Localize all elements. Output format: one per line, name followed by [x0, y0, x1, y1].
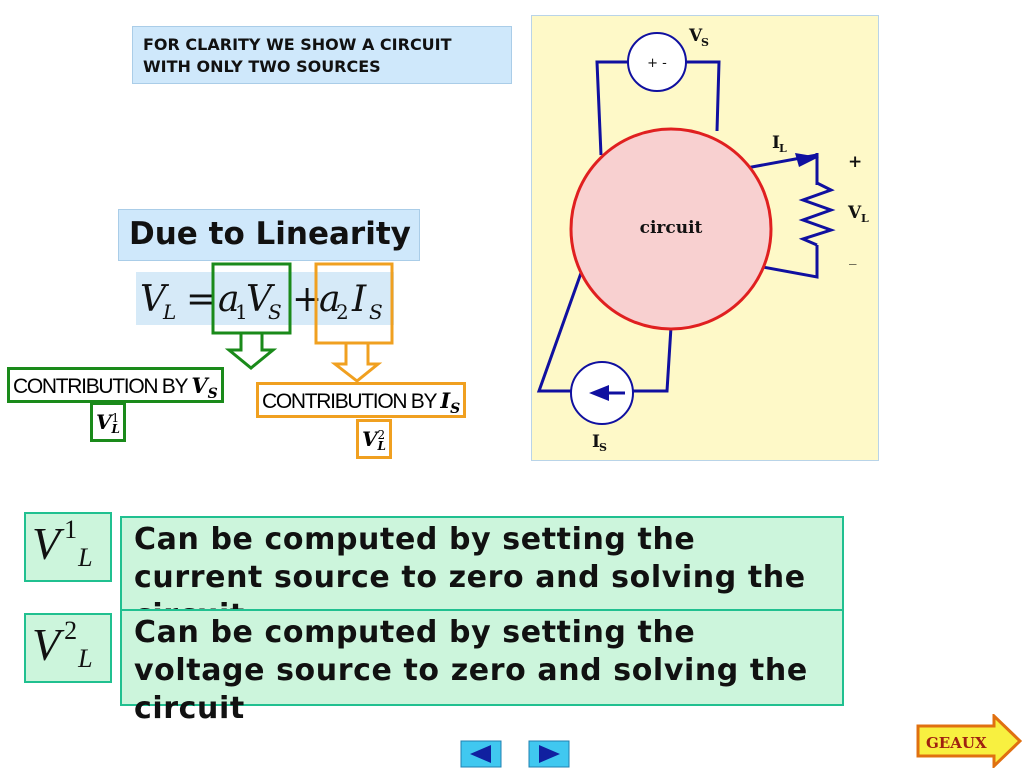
- vl1-v: V: [96, 410, 112, 434]
- desc-vl1: Can be computed by setting the current s…: [120, 516, 844, 633]
- big-v1-sub: L: [78, 543, 93, 572]
- equation-box: [136, 272, 394, 325]
- label-is-sub: S: [599, 441, 607, 454]
- label-il: I: [772, 133, 780, 153]
- vl1-sub: L: [111, 421, 120, 436]
- contribution-is-symbol: I: [440, 388, 451, 413]
- note-box: FOR CLARITY WE SHOW A CIRCUIT WITH ONLY …: [132, 26, 512, 84]
- contribution-vs-text: CONTRIBUTION BY: [13, 375, 188, 398]
- prev-slide-button[interactable]: [460, 740, 502, 768]
- eq-is-sub: S: [369, 300, 383, 324]
- contribution-is-sub: S: [450, 401, 461, 418]
- contribution-vs-box: CONTRIBUTION BY VS: [7, 367, 224, 403]
- label-minus: _: [849, 247, 857, 265]
- label-il-sub: L: [779, 142, 787, 155]
- eq-vl-sub: L: [162, 300, 176, 324]
- next-slide-button[interactable]: [528, 740, 570, 768]
- label-plus: +: [848, 152, 862, 172]
- wire-is-right: [633, 326, 673, 393]
- label-vl-sub: L: [861, 212, 869, 225]
- eq-a2: a: [319, 279, 340, 320]
- label-vs: V: [688, 26, 703, 46]
- vl2-sup: 2: [377, 427, 386, 442]
- equation-diagram: V L = a 1 V S + a 2 I S: [140, 262, 394, 383]
- vl2-v: V: [362, 427, 378, 451]
- eq-equals: =: [186, 279, 216, 320]
- is-arrow-icon: [589, 385, 609, 401]
- circuit-label: circuit: [640, 218, 703, 238]
- il-arrow-icon: [795, 153, 819, 167]
- big-v1-v: V: [32, 518, 61, 569]
- circuit-blob: [569, 127, 773, 331]
- eq-vs: V: [246, 279, 276, 320]
- resistor-icon: [798, 181, 836, 247]
- desc-vl2: Can be computed by setting the voltage s…: [120, 609, 844, 726]
- contribution-is-text: CONTRIBUTION BY: [262, 390, 437, 413]
- arrow-right-icon: [539, 745, 560, 763]
- contribution-vs-symbol: V: [191, 373, 208, 398]
- eq-a1: a: [218, 279, 239, 320]
- label-vs-sub: S: [701, 36, 709, 49]
- wire-vs-left: [595, 60, 628, 156]
- vl1-sup: 1: [111, 410, 120, 425]
- vl2-sub: L: [377, 438, 386, 453]
- contribution-is-box: CONTRIBUTION BY IS: [256, 382, 467, 418]
- eq-plus: +: [292, 279, 322, 320]
- voltage-source-icon: [627, 32, 687, 92]
- contribution-vs-sub: S: [207, 386, 218, 403]
- eq-a2-sub: 2: [336, 300, 349, 324]
- geaux-button[interactable]: GEAUX: [916, 714, 1022, 768]
- eq-vl: V: [140, 279, 170, 320]
- label-vl: V: [847, 203, 862, 223]
- big-v2-sup: 2: [64, 616, 78, 645]
- eq-vs-sub: S: [268, 300, 282, 324]
- big-v2-v: V: [32, 619, 61, 670]
- label-is: I: [592, 432, 600, 452]
- vs-polarity: + -: [647, 56, 667, 71]
- heading-due-to-linearity: Due to Linearity: [118, 209, 420, 261]
- arrow-down-orange-icon: [330, 341, 383, 383]
- eq-is: I: [351, 279, 367, 320]
- circuit-diagram: + - circuit V S I L + V L _ I S: [536, 26, 869, 454]
- geaux-label: GEAUX: [926, 734, 987, 752]
- arrow-left-icon: [470, 745, 491, 763]
- big-v1-sup: 1: [64, 515, 78, 544]
- wire-vs-right: [686, 60, 721, 132]
- big-v2-sub: L: [78, 644, 93, 673]
- wire-is-left: [536, 272, 583, 393]
- eq-a1-sub: 1: [235, 300, 248, 324]
- wire-load-bottom: [740, 245, 819, 279]
- arrow-down-green-icon: [224, 331, 278, 370]
